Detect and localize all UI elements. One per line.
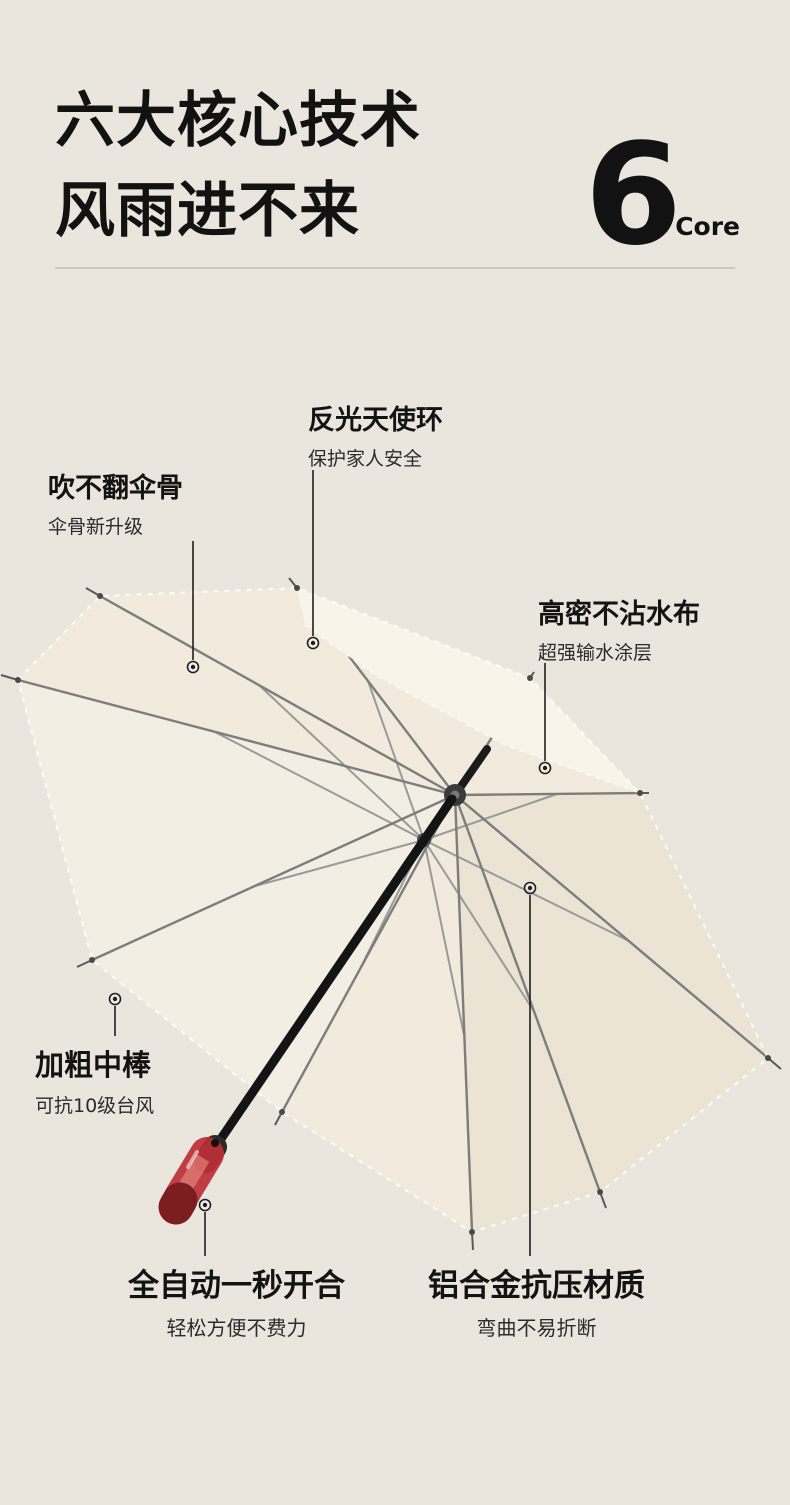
callout-windproof-ribs: 吹不翻伞骨 伞骨新升级 [48,466,183,539]
leader-reflective-ring [306,470,320,650]
leader-windproof-ribs [186,541,200,674]
callout-title: 吹不翻伞骨 [48,473,183,504]
canopy-outline-stitch [16,586,770,1234]
callout-title: 全自动一秒开合 [128,1268,345,1304]
callout-aluminum: 铝合金抗压材质 弯曲不易折断 [428,1260,645,1341]
callout-title: 高密不沾水布 [538,599,700,630]
canopy-shade-right [455,793,768,1232]
callout-subtitle: 保护家人安全 [308,448,423,470]
callout-subtitle: 伞骨新升级 [48,516,144,538]
callout-subtitle: 弯曲不易折断 [476,1316,597,1340]
leader-fabric [538,663,552,775]
core-count-label: Core [675,212,740,241]
page-title: 六大核心技术 风雨进不来 [55,76,421,256]
shaft [207,794,457,1157]
callout-fabric: 高密不沾水布 超强输水涂层 [538,592,700,665]
leader-aluminum [523,881,537,1256]
canopy-shade-left [18,680,455,1112]
canopy-top-panel [297,588,640,793]
canopy-fold-line [304,624,641,794]
leader-center-pole [108,992,122,1036]
leader-auto-open [198,1198,212,1256]
callout-center-pole: 加粗中棒 可抗10级台风 [35,1042,154,1118]
callout-title: 反光天使环 [308,405,443,436]
core-count-number: 6 [584,114,682,277]
callout-subtitle: 可抗10级台风 [35,1095,155,1117]
auto-open-button [211,1139,219,1147]
callout-auto-open: 全自动一秒开合 轻松方便不费力 [128,1260,345,1341]
callout-reflective-ring: 反光天使环 保护家人安全 [308,398,443,471]
handle [158,1135,227,1225]
main-ribs [17,587,769,1233]
callout-title: 加粗中棒 [35,1048,152,1082]
callout-subtitle: 轻松方便不费力 [166,1316,307,1340]
callout-subtitle: 超强输水涂层 [538,642,653,664]
rib-tip-caps [15,585,771,1235]
header-divider [55,267,735,269]
callout-title: 铝合金抗压材质 [428,1268,645,1304]
page-title-line1: 六大核心技术 [55,86,421,156]
page-title-line2: 风雨进不来 [55,176,360,246]
